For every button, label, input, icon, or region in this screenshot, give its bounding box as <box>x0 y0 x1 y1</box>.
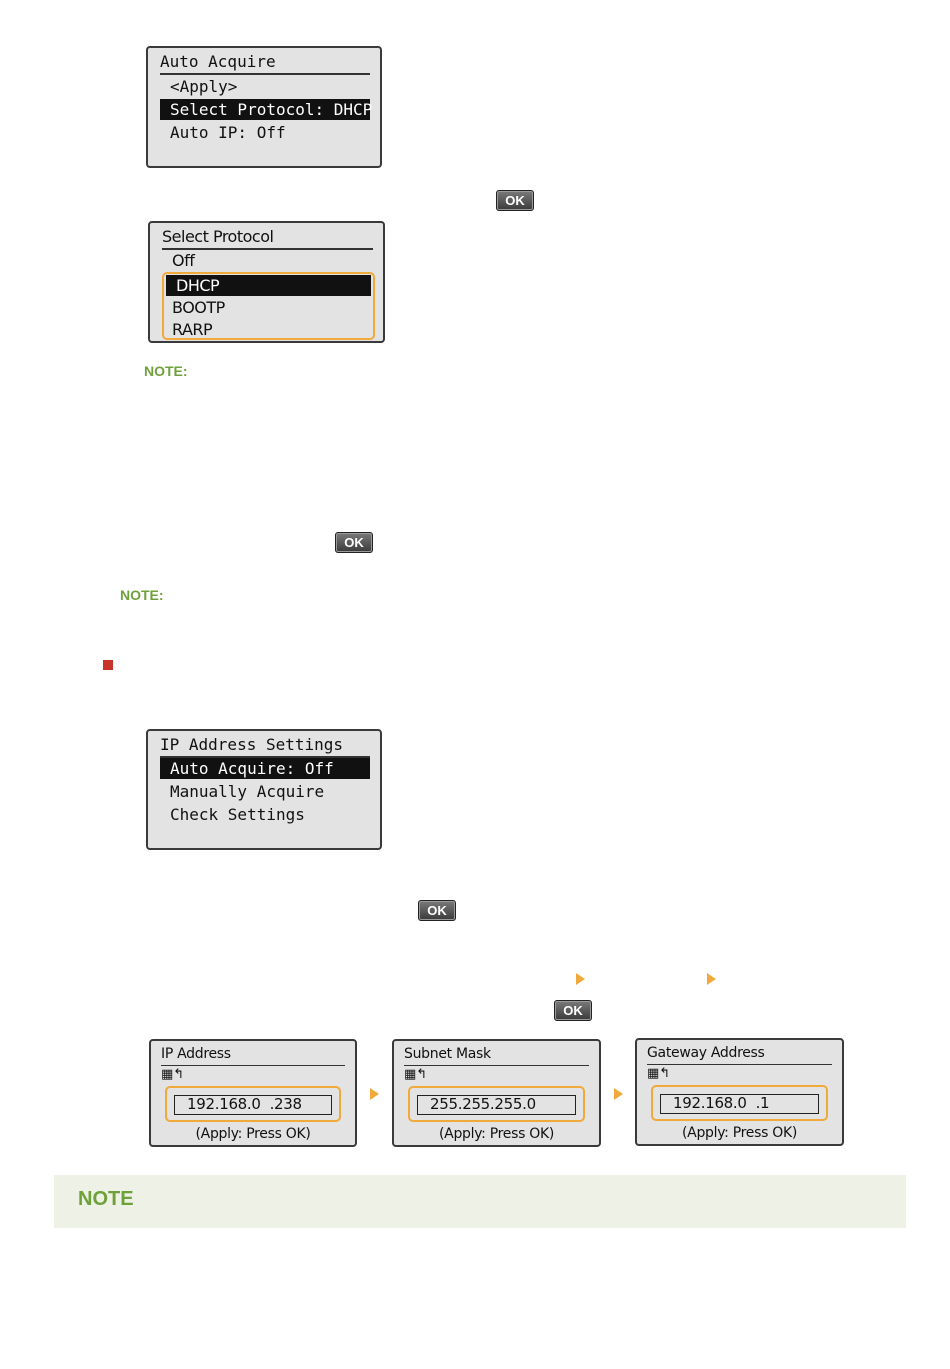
lcd-gateway-address: Gateway Address ▦↰ 192.168.0 .1 (Apply: … <box>635 1038 844 1146</box>
ok-button[interactable]: OK <box>335 532 373 553</box>
lcd-item-apply[interactable]: <Apply> <box>170 77 238 96</box>
gateway-address-field[interactable]: 192.168.0 .1 <box>660 1094 819 1114</box>
selection-frame: 255.255.255.0 <box>408 1086 585 1122</box>
lcd-subnet-mask: Subnet Mask ▦↰ 255.255.255.0 (Apply: Pre… <box>392 1039 601 1147</box>
selection-frame: 192.168.0 .1 <box>651 1085 828 1121</box>
lcd-ip-address-settings: IP Address Settings Auto Acquire: Off Ma… <box>146 729 382 850</box>
triangle-right-icon <box>614 1088 623 1100</box>
note-label: NOTE: <box>120 587 164 603</box>
lcd-item-bootp[interactable]: BOOTP <box>172 298 225 317</box>
lcd-auto-acquire: Auto Acquire <Apply> Select Protocol: DH… <box>146 46 382 168</box>
triangle-right-icon <box>576 973 585 985</box>
note-label: NOTE: <box>144 363 188 379</box>
selection-frame <box>162 272 375 340</box>
ok-button[interactable]: OK <box>418 900 456 921</box>
apply-hint: (Apply: Press OK) <box>195 1126 311 1142</box>
lcd-select-protocol: Select Protocol Off DHCP BOOTP RARP <box>148 221 385 343</box>
lcd-item-manually-acquire[interactable]: Manually Acquire <box>170 782 325 801</box>
lcd-title: IP Address Settings <box>160 734 370 758</box>
lcd-title: Subnet Mask <box>404 1045 589 1066</box>
lcd-item-auto-ip[interactable]: Auto IP: Off <box>170 123 286 142</box>
triangle-right-icon <box>370 1088 379 1100</box>
lcd-title: IP Address <box>161 1045 345 1066</box>
lcd-title: Auto Acquire <box>160 51 370 75</box>
ok-button[interactable]: OK <box>554 1000 592 1021</box>
lcd-item-rarp[interactable]: RARP <box>172 320 213 339</box>
apply-hint: (Apply: Press OK) <box>439 1126 554 1142</box>
lcd-item-check-settings[interactable]: Check Settings <box>170 805 305 824</box>
note-heading: NOTE <box>78 1188 134 1210</box>
lcd-item-auto-acquire[interactable]: Auto Acquire: Off <box>160 758 370 779</box>
apply-hint: (Apply: Press OK) <box>682 1125 797 1141</box>
lcd-item-dhcp[interactable]: DHCP <box>166 275 371 296</box>
keypad-icon: ▦↰ <box>647 1066 671 1081</box>
ok-button[interactable]: OK <box>496 190 534 211</box>
ip-address-field[interactable]: 192.168.0 .238 <box>174 1095 332 1115</box>
subnet-mask-field[interactable]: 255.255.255.0 <box>417 1095 576 1115</box>
lcd-item-select-protocol[interactable]: Select Protocol: DHCP <box>160 99 372 120</box>
keypad-icon: ▦↰ <box>404 1067 428 1082</box>
keypad-icon: ▦↰ <box>161 1067 185 1082</box>
section-bullet <box>103 660 113 670</box>
selection-frame: 192.168.0 .238 <box>165 1086 341 1122</box>
triangle-right-icon <box>707 973 716 985</box>
lcd-title: Gateway Address <box>647 1044 832 1065</box>
lcd-title: Select Protocol <box>162 226 373 250</box>
note-box: NOTE <box>54 1175 906 1228</box>
lcd-ip-address: IP Address ▦↰ 192.168.0 .238 (Apply: Pre… <box>149 1039 357 1147</box>
lcd-item-off[interactable]: Off <box>172 251 195 270</box>
